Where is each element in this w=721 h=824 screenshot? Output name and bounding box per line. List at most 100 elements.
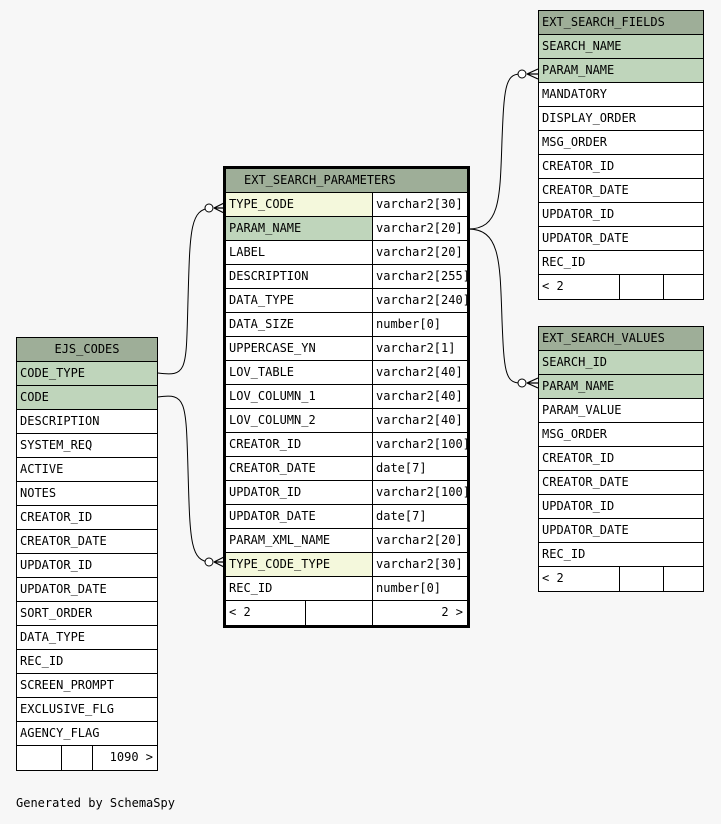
column-row[interactable]: AGENCY_FLAG <box>17 722 157 746</box>
column-name: UPDATOR_ID <box>542 207 615 221</box>
column-row[interactable]: REC_ID <box>539 543 703 567</box>
column-row[interactable]: CREATOR_ID <box>539 447 703 471</box>
column-row[interactable]: CREATOR_DATE <box>539 179 703 203</box>
column-name: TYPE_CODE_TYPE <box>229 557 331 571</box>
column-row[interactable]: SCREEN_PROMPT <box>17 674 157 698</box>
column-row[interactable]: CREATOR_ID <box>17 506 157 530</box>
column-name: SORT_ORDER <box>20 606 93 620</box>
column-row[interactable]: NOTES <box>17 482 157 506</box>
footer-parents-count[interactable]: < 2 <box>542 571 564 585</box>
column-row[interactable]: CODE_TYPE <box>17 362 157 386</box>
column-row[interactable]: MSG_ORDER <box>539 131 703 155</box>
footer-children-count[interactable]: 2 > <box>372 601 467 625</box>
table-ext-search-fields[interactable]: EXT_SEARCH_FIELDS SEARCH_NAME PARAM_NAME… <box>538 10 704 300</box>
column-name: PARAM_VALUE <box>542 403 622 417</box>
column-row[interactable]: SYSTEM_REQ <box>17 434 157 458</box>
table-footer: < 2 <box>539 567 703 591</box>
column-name: UPDATOR_DATE <box>20 582 107 596</box>
column-name: CREATOR_DATE <box>20 534 107 548</box>
column-row[interactable]: UPDATOR_ID varchar2[100] <box>226 481 467 505</box>
column-type: date[7] <box>372 505 467 528</box>
relation-params-to-values <box>467 228 521 384</box>
column-row[interactable]: PARAM_NAME <box>539 375 703 399</box>
column-row[interactable]: UPDATOR_ID <box>17 554 157 578</box>
column-row[interactable]: REC_ID <box>17 650 157 674</box>
column-row[interactable]: SORT_ORDER <box>17 602 157 626</box>
column-row[interactable]: UPDATOR_DATE <box>17 578 157 602</box>
column-row[interactable]: DESCRIPTION <box>17 410 157 434</box>
column-row[interactable]: REC_ID <box>539 251 703 275</box>
column-name: REC_ID <box>542 547 586 561</box>
column-name: UPDATOR_DATE <box>542 523 629 537</box>
table-ext-search-values[interactable]: EXT_SEARCH_VALUES SEARCH_ID PARAM_NAME P… <box>538 326 704 592</box>
footer-spacer <box>61 746 92 770</box>
footer-children-count <box>663 567 703 591</box>
column-row[interactable]: ACTIVE <box>17 458 157 482</box>
column-row[interactable]: CODE <box>17 386 157 410</box>
column-row[interactable]: CREATOR_DATE <box>17 530 157 554</box>
footer-parents-count[interactable]: < 2 <box>229 605 251 619</box>
column-row[interactable]: UPDATOR_DATE date[7] <box>226 505 467 529</box>
column-name: CREATOR_ID <box>229 437 302 451</box>
table-ejs-codes[interactable]: EJS_CODES CODE_TYPE CODE DESCRIPTION SYS… <box>16 337 158 771</box>
footer-children-count[interactable]: 1090 > <box>92 746 157 770</box>
crows-foot-icon <box>526 377 539 389</box>
footer-parents-count[interactable]: < 2 <box>542 279 564 293</box>
optional-marker-icon <box>517 69 527 79</box>
column-row[interactable]: MSG_ORDER <box>539 423 703 447</box>
column-name: DESCRIPTION <box>229 269 309 283</box>
column-type: varchar2[255] <box>372 265 467 288</box>
column-row[interactable]: SEARCH_NAME <box>539 35 703 59</box>
column-row[interactable]: DATA_TYPE <box>17 626 157 650</box>
table-footer: < 2 2 > <box>226 601 467 625</box>
column-row[interactable]: EXCLUSIVE_FLG <box>17 698 157 722</box>
column-name: PARAM_NAME <box>229 221 302 235</box>
column-name: UPDATOR_ID <box>229 485 302 499</box>
column-name: EXCLUSIVE_FLG <box>20 702 114 716</box>
column-type: number[0] <box>372 577 467 600</box>
column-name: CODE_TYPE <box>20 366 86 380</box>
column-row[interactable]: PARAM_VALUE <box>539 399 703 423</box>
column-name: DISPLAY_ORDER <box>542 111 636 125</box>
footer-parents-count[interactable] <box>17 746 61 770</box>
column-row[interactable]: PARAM_NAME <box>539 59 703 83</box>
column-row[interactable]: MANDATORY <box>539 83 703 107</box>
column-name: DATA_TYPE <box>229 293 295 307</box>
column-name: UPDATOR_DATE <box>229 509 316 523</box>
column-name: UPDATOR_ID <box>542 499 615 513</box>
table-title: EJS_CODES <box>17 338 157 362</box>
column-row[interactable]: UPDATOR_DATE <box>539 519 703 543</box>
column-name: LABEL <box>229 245 266 259</box>
table-title: EXT_SEARCH_VALUES <box>539 327 703 351</box>
column-row[interactable]: DISPLAY_ORDER <box>539 107 703 131</box>
generated-by-label: Generated by SchemaSpy <box>16 796 175 810</box>
column-row[interactable]: CREATOR_DATE <box>539 471 703 495</box>
column-name: ACTIVE <box>20 462 64 476</box>
column-row[interactable]: CREATOR_ID <box>539 155 703 179</box>
column-row[interactable]: UPDATOR_ID <box>539 203 703 227</box>
column-row[interactable]: UPDATOR_DATE <box>539 227 703 251</box>
column-name: UPDATOR_ID <box>20 558 93 572</box>
column-type: varchar2[30] <box>372 193 467 216</box>
column-row[interactable]: UPDATOR_ID <box>539 495 703 519</box>
column-type: varchar2[40] <box>372 409 467 432</box>
column-type: varchar2[100] <box>372 481 467 504</box>
optional-marker-icon <box>204 203 214 213</box>
column-row[interactable]: DESCRIPTION varchar2[255] <box>226 265 467 289</box>
column-row[interactable]: SEARCH_ID <box>539 351 703 375</box>
